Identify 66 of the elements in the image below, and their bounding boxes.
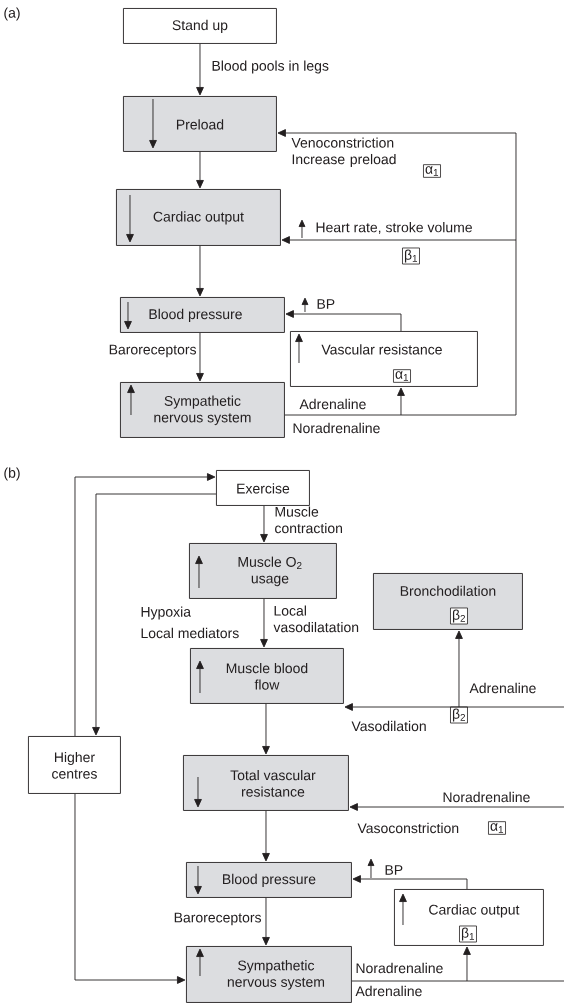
connector-line: [400, 414, 517, 416]
arrow: [262, 810, 270, 862]
arrow: [262, 897, 270, 946]
receptor-box: α$_{1}$: [423, 164, 441, 178]
arrow: [196, 245, 204, 297]
arrow: [344, 703, 460, 711]
edge-label: Vasodilation: [351, 720, 426, 732]
process-box: Muscle O$_{2}$ usage: [189, 543, 337, 599]
process-box: Sympathetic nervous system: [186, 946, 352, 1003]
connector-line: [351, 980, 468, 982]
connector-line: [515, 239, 517, 416]
edge-label: Blood pools in legs: [212, 60, 329, 74]
connector-line: [466, 980, 564, 982]
edge-label: Baroreceptors: [174, 912, 262, 926]
label-text: Noradrenaline: [293, 422, 380, 434]
label-text: Hypoxia: [141, 606, 191, 620]
arrow: [260, 505, 268, 543]
arrow: [196, 332, 204, 382]
edge-label: Local vasodilatation: [273, 605, 359, 633]
process-box: Cardiac output: [116, 189, 281, 246]
arrow: [74, 793, 186, 984]
edge-label: BP: [385, 865, 403, 875]
edge-label: BP: [317, 299, 335, 309]
process-box: Higher centres: [28, 736, 121, 794]
arrow: [277, 129, 517, 241]
arrow: [74, 473, 216, 737]
edge-label: Baroreceptors: [109, 344, 197, 358]
receptor-box: β$_{1}$: [402, 247, 420, 265]
receptor-box: α$_{1}$: [393, 369, 411, 383]
arrow: [92, 493, 217, 736]
arrow: [281, 236, 517, 244]
label-text: Adrenaline: [469, 682, 536, 694]
arrow: [196, 151, 204, 189]
arrow: [349, 803, 564, 811]
arrow: [463, 946, 471, 982]
process-box: Stand up: [123, 8, 277, 44]
connector-line: [284, 414, 402, 416]
process-box: Muscle blood flow: [190, 648, 344, 704]
edge-label: Heart rate, stroke volume: [316, 222, 472, 234]
edge-label: Muscle contraction: [275, 506, 342, 534]
process-box: Sympathetic nervous system: [120, 382, 285, 438]
process-box: Total vascular resistance: [183, 755, 349, 811]
label-text: Local mediators: [141, 627, 239, 639]
label-text: Noradrenaline: [356, 962, 443, 974]
receptor-box: β$_{2}$: [450, 607, 468, 625]
edge-label: Venoconstriction Increase preload: [291, 137, 396, 167]
process-box: Preload: [123, 96, 277, 152]
arrow: [260, 598, 268, 648]
connector-line: [458, 706, 564, 708]
process-box: Exercise: [216, 470, 310, 506]
label-text: Adrenaline: [355, 985, 422, 997]
process-box: Blood pressure: [120, 297, 285, 333]
process-box: Blood pressure: [186, 862, 352, 898]
label-text: (b): [4, 467, 20, 481]
label-text: (a): [4, 7, 20, 21]
arrow: [196, 43, 204, 96]
arrow: [285, 310, 402, 332]
label-text: Noradrenaline: [443, 791, 530, 803]
arrow: [455, 630, 463, 708]
receptor-box: β$_{1}$: [459, 925, 477, 943]
arrow: [262, 703, 270, 755]
edge-label: Vasoconstriction: [357, 822, 459, 834]
receptor-box: α$_{1}$: [488, 821, 506, 835]
label-text: Adrenaline: [299, 398, 366, 410]
arrow: [397, 387, 405, 416]
arrow: [352, 875, 468, 890]
